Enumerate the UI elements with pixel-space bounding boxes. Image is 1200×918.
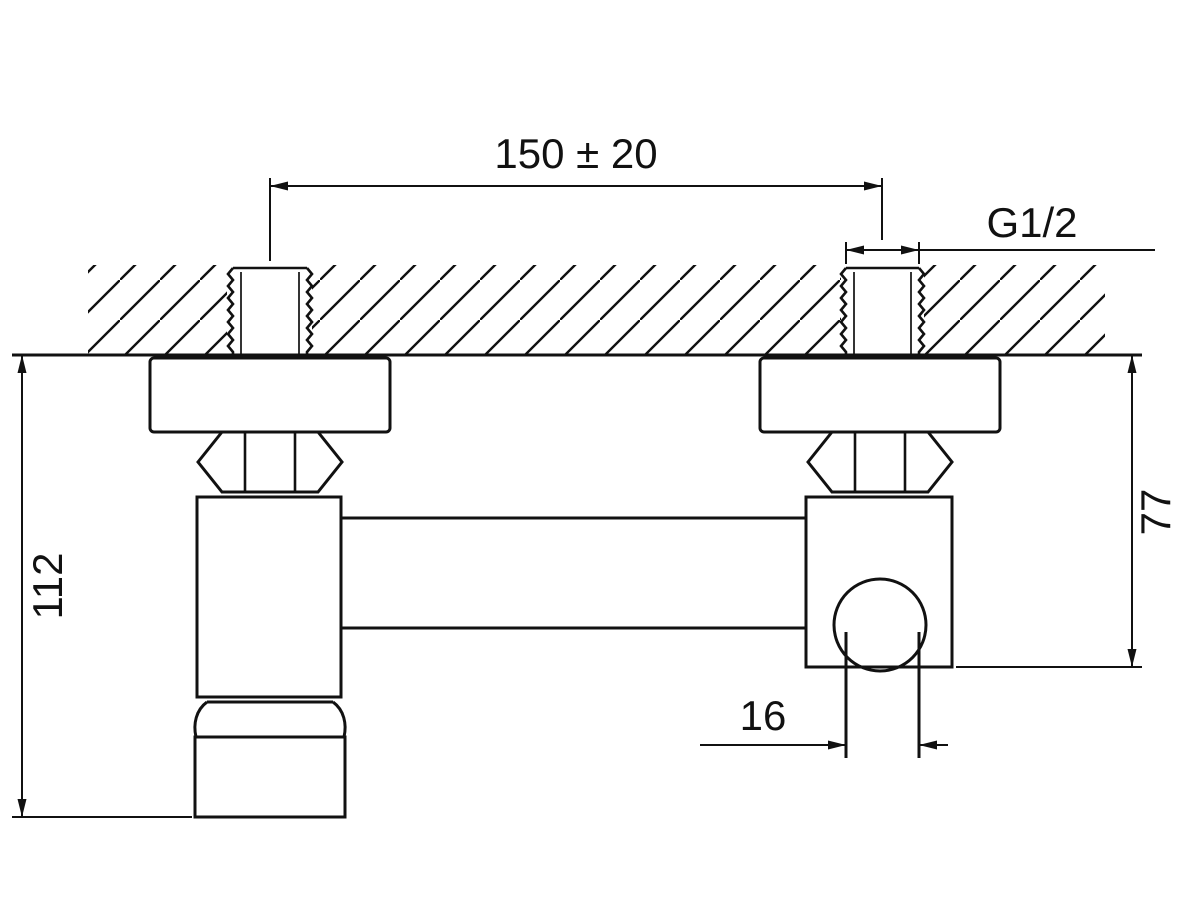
left-supply-pipe-thread bbox=[226, 266, 314, 355]
right-valve-body bbox=[804, 495, 954, 669]
right-thread-right-zigzag bbox=[917, 267, 926, 355]
left-escutcheon bbox=[148, 356, 392, 434]
left-thread-left-zigzag bbox=[226, 267, 235, 355]
right-supply-pipe-thread bbox=[839, 266, 926, 355]
dimension-body-height: 77 bbox=[956, 355, 1179, 668]
left-valve-body bbox=[195, 495, 343, 699]
left-collar-right-curve bbox=[332, 700, 347, 738]
right-mounting-assembly bbox=[758, 356, 1002, 758]
left-thread-right-zigzag bbox=[305, 267, 314, 355]
right-hex-nut bbox=[806, 430, 954, 494]
wall-hatch-left bbox=[88, 265, 227, 355]
dim-label-outlet-width: 16 bbox=[740, 692, 787, 739]
left-collar-left-curve bbox=[193, 700, 208, 738]
hose-connector-circle bbox=[832, 577, 928, 673]
right-escutcheon bbox=[758, 356, 1002, 434]
dim-label-center-distance: 150 ± 20 bbox=[494, 130, 657, 177]
mixer-connecting-bar bbox=[341, 516, 806, 630]
left-bottom-cap bbox=[193, 735, 347, 819]
wall-hatch-middle bbox=[312, 265, 841, 355]
dim-label-body-height: 77 bbox=[1132, 489, 1179, 536]
left-hex-nut bbox=[196, 430, 344, 494]
dim-label-overall-height: 112 bbox=[24, 553, 71, 620]
dimension-overall-height: 112 bbox=[12, 355, 192, 818]
wall-section bbox=[12, 265, 1142, 357]
left-mounting-assembly bbox=[148, 356, 392, 819]
dim-label-thread-size: G1/2 bbox=[986, 199, 1077, 246]
dimension-outlet-width: 16 bbox=[700, 692, 948, 750]
dimension-center-distance: 150 ± 20 bbox=[269, 130, 883, 261]
wall-hatch-right bbox=[924, 265, 1105, 355]
right-thread-left-zigzag bbox=[839, 267, 848, 355]
dimension-thread-size: G1/2 bbox=[845, 199, 1155, 264]
